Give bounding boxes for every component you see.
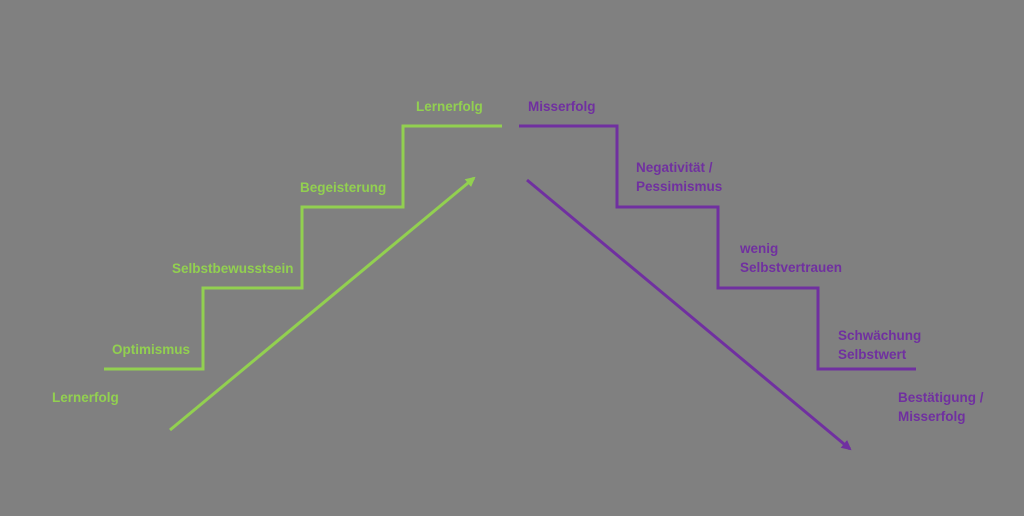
label-line: Schwächung xyxy=(838,328,922,343)
success-arrow xyxy=(169,176,476,432)
step-label-optimismus: Optimismus xyxy=(112,342,191,357)
label-line: Bestätigung / xyxy=(898,390,984,405)
start-label-lernerfolg: Lernerfolg xyxy=(52,390,119,405)
label-line: Selbstvertrauen xyxy=(740,260,843,275)
step-label-begeisterung: Begeisterung xyxy=(300,180,387,195)
label-line: wenig xyxy=(740,241,779,256)
failure-arrow xyxy=(526,178,852,451)
step-label-lernerfolg: Lernerfolg xyxy=(416,99,483,114)
label-line: Selbstwert xyxy=(838,347,907,362)
success-staircase xyxy=(104,124,502,371)
failure-staircase xyxy=(519,124,916,371)
label-line: Negativität / xyxy=(636,160,713,175)
label-line: Misserfolg xyxy=(898,409,966,424)
label-line: Pessimismus xyxy=(636,179,723,194)
step-label-selbstbewusstsein: Selbstbewusstsein xyxy=(172,261,294,276)
step-label-misserfolg: Misserfolg xyxy=(528,99,596,114)
end-label-bestaetigung: Bestätigung / Misserfolg xyxy=(898,388,984,426)
step-label-negativitaet: Negativität / Pessimismus xyxy=(636,158,722,196)
